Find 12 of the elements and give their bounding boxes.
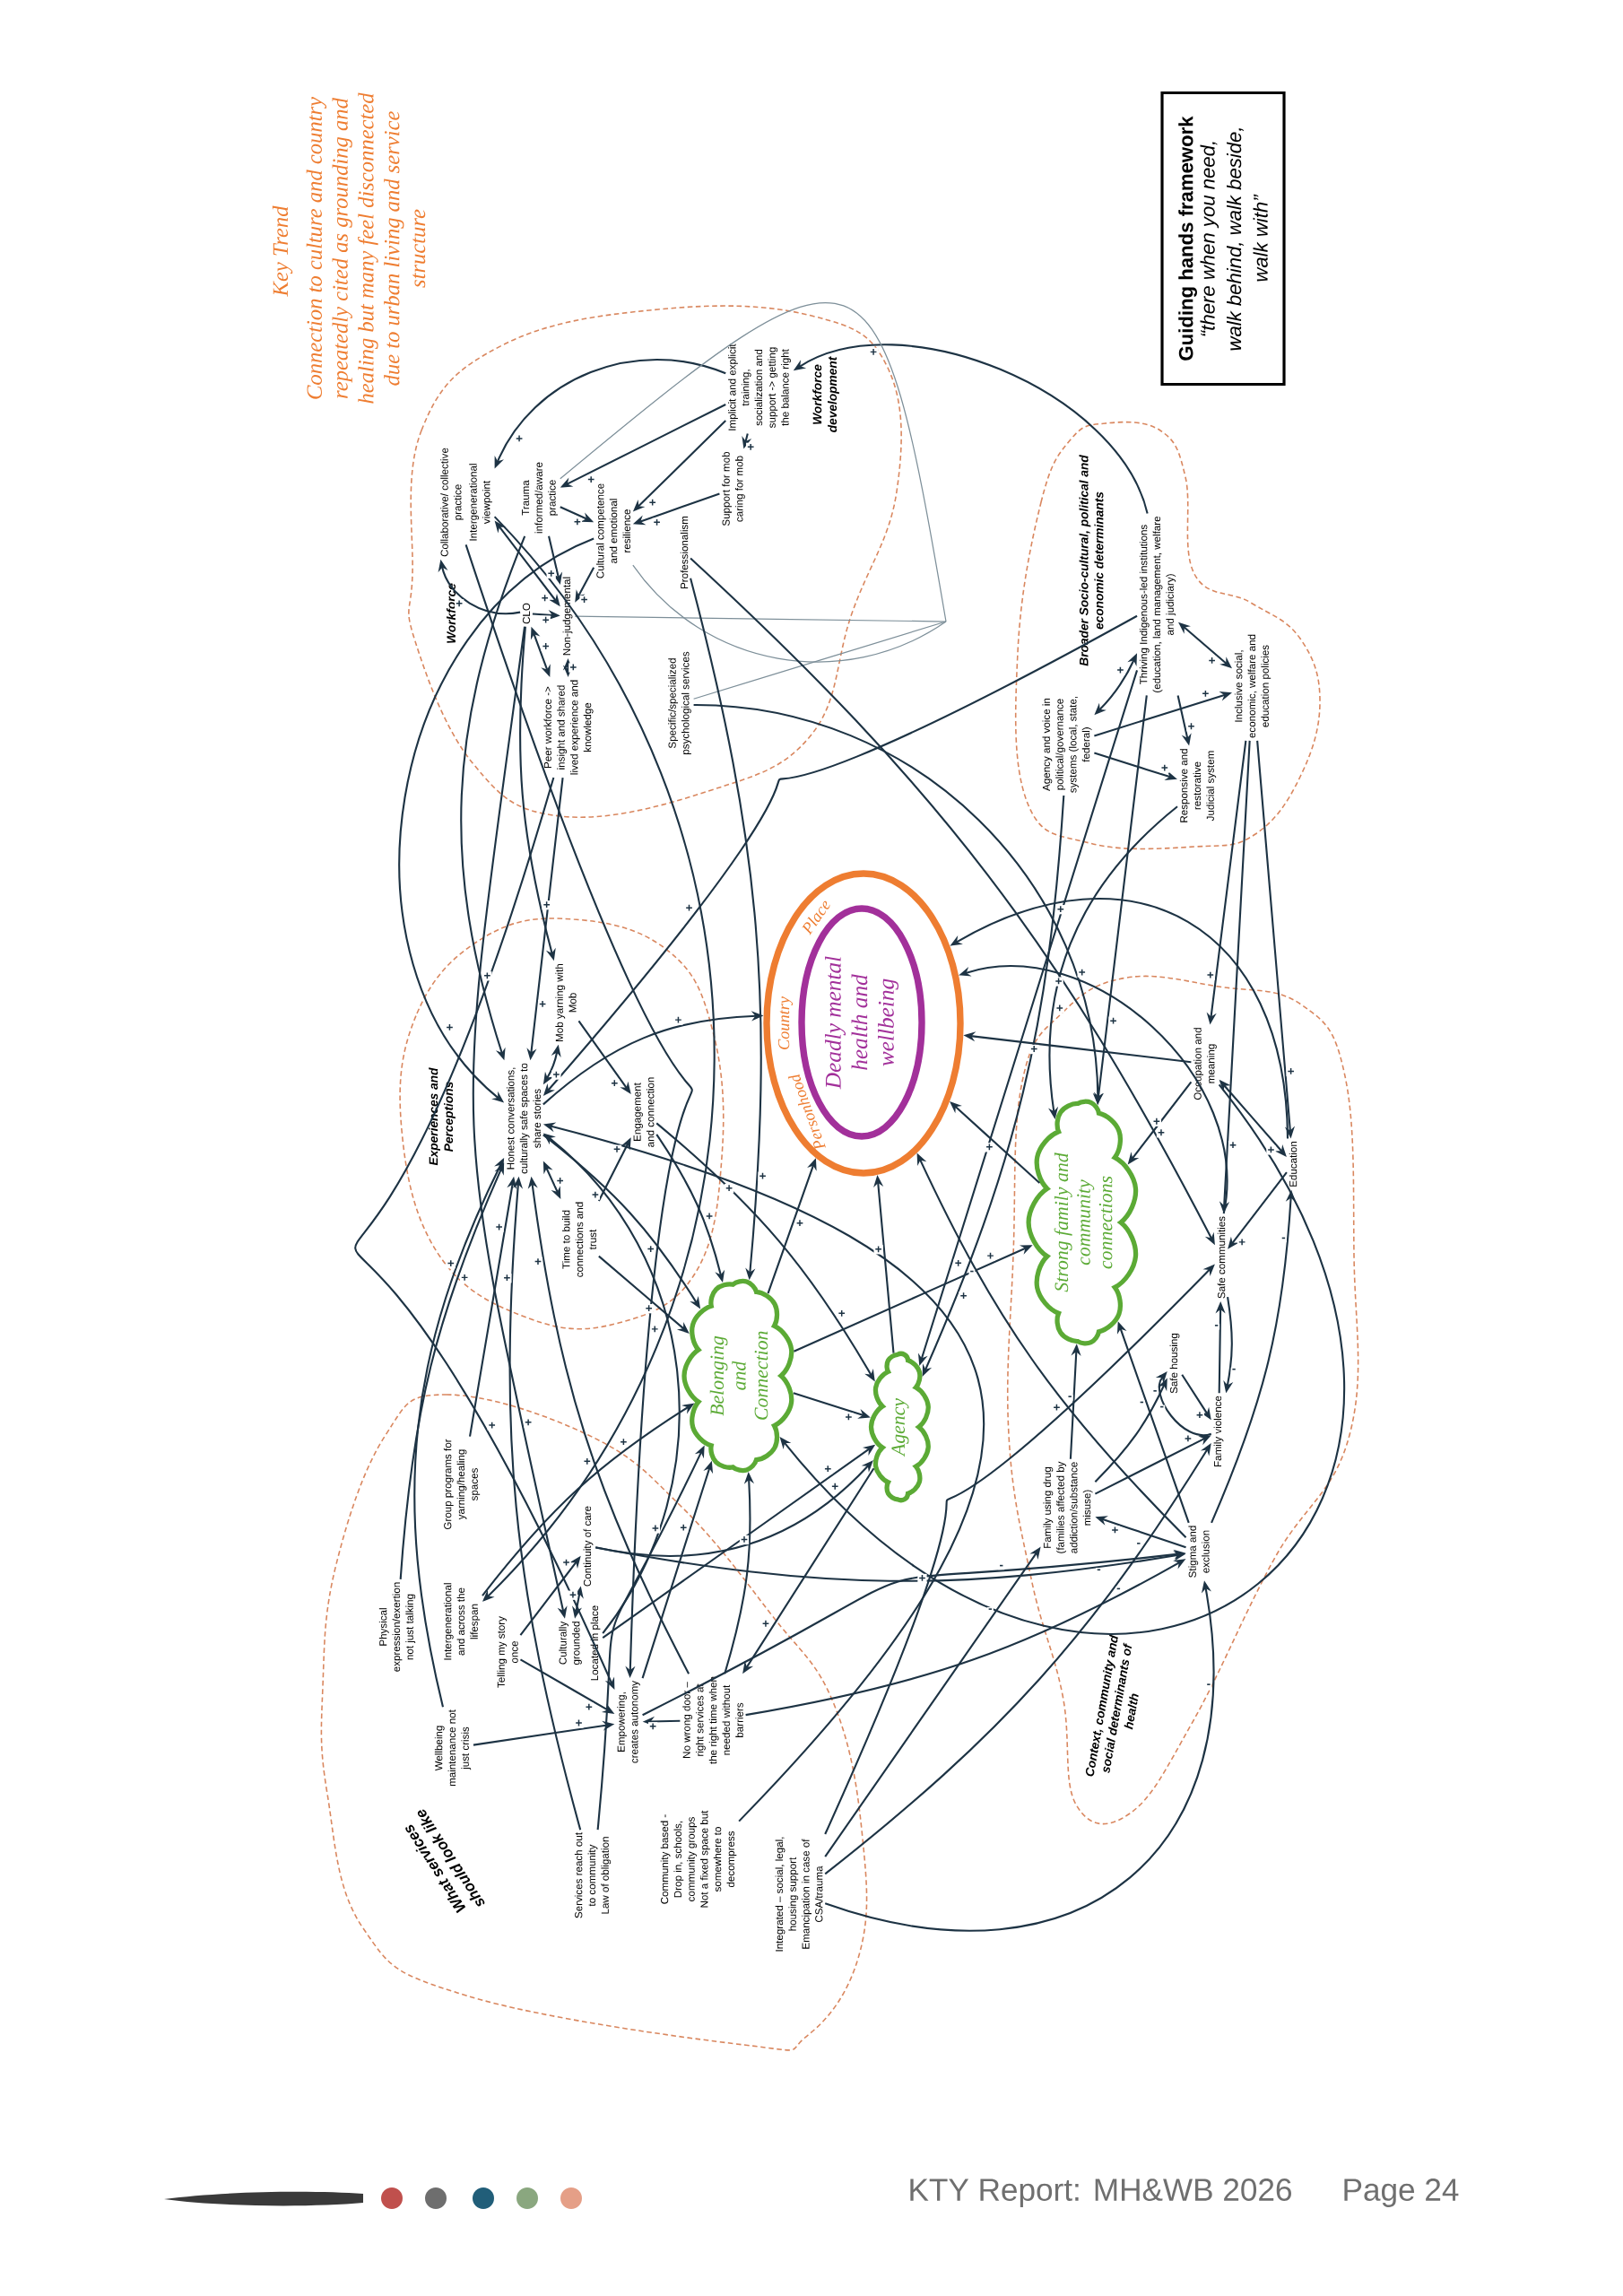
heading: Key Trend [272, 205, 293, 297]
edge-label: + [445, 1022, 455, 1033]
footer-text: KTY Report: MH&WB 2026 [910, 2179, 1291, 2207]
edge-label: + [1286, 1066, 1296, 1077]
edge-label: + [446, 1258, 456, 1269]
edge-label: + [868, 347, 879, 358]
edge-label: - [1205, 1683, 1212, 1689]
edge-label: + [514, 434, 525, 444]
page-number: Page 24 [1344, 2179, 1459, 2207]
edge-label: + [746, 442, 756, 452]
edge-label: + [647, 498, 657, 508]
edge-label: + [586, 474, 596, 485]
